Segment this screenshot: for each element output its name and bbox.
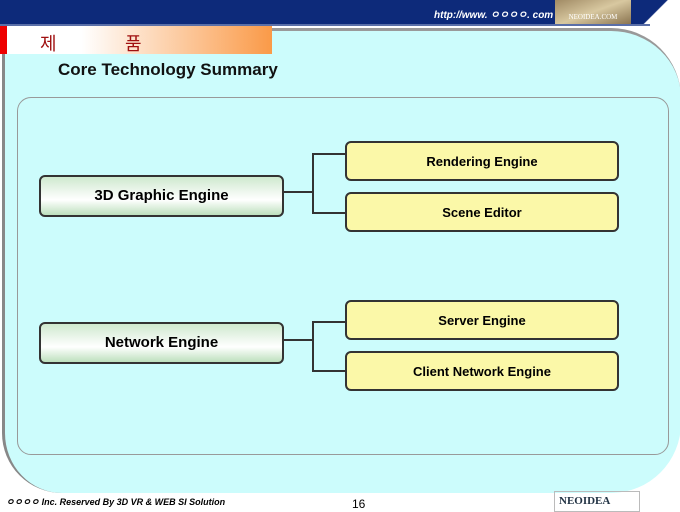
connector-line: [283, 191, 313, 193]
node-scene-editor: Scene Editor: [345, 192, 619, 232]
header-bar: [0, 0, 650, 26]
header-logo: NEOIDEA.COM: [555, 0, 631, 24]
page-title: Core Technology Summary: [58, 60, 278, 79]
category-char-1: 제: [40, 34, 57, 55]
footer-logo: NEOIDEA: [554, 491, 640, 512]
connector-line: [312, 212, 346, 214]
header-corner: [630, 0, 680, 24]
category-bar: 제 품: [0, 26, 272, 55]
connector-line: [312, 321, 314, 372]
connector-line: [312, 321, 346, 323]
connector-line: [312, 370, 346, 372]
node-3d-graphic-engine: 3D Graphic Engine: [39, 175, 284, 217]
node-client-network-engine: Client Network Engine: [345, 351, 619, 391]
node-rendering-engine: Rendering Engine: [345, 141, 619, 181]
category-accent: [0, 26, 7, 54]
node-server-engine: Server Engine: [345, 300, 619, 340]
connector-line: [312, 153, 314, 214]
page-number: 16: [352, 497, 366, 511]
header-url[interactable]: http://www. ㅇㅇㅇㅇ. com: [434, 10, 554, 21]
footer-copyright: ㅇㅇㅇㅇ Inc. Reserved By 3D VR & WEB SI Sol…: [6, 497, 226, 507]
node-network-engine: Network Engine: [39, 322, 284, 364]
connector-line: [283, 339, 313, 341]
connector-line: [312, 153, 346, 155]
category-char-2: 품: [125, 34, 142, 55]
